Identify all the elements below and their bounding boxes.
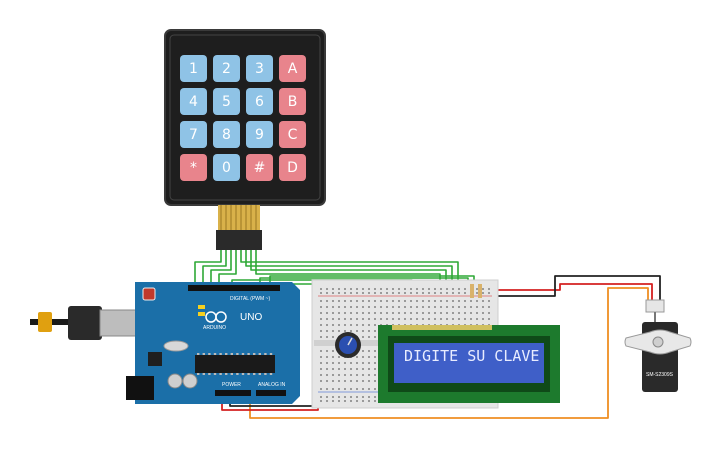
resistors: [470, 284, 482, 298]
keypad-connector: [216, 230, 262, 250]
keypad-key-label: 9: [255, 127, 264, 143]
arduino-digital-label: DIGITAL (PWM ~): [230, 296, 270, 302]
keypad-key-*[interactable]: *: [180, 154, 207, 181]
arduino-digital-header: [188, 285, 280, 291]
keypad-key-label: 0: [222, 160, 231, 176]
keypad-key-label: A: [288, 61, 298, 77]
keypad-key-5[interactable]: 5: [213, 88, 240, 115]
keypad-key-label: C: [288, 127, 298, 143]
usb-cable: [30, 306, 145, 340]
keypad-key-6[interactable]: 6: [246, 88, 273, 115]
lcd-line-1: DIGITE SU CLAVE: [404, 347, 539, 365]
arduino-brand-label: ARDUINO: [203, 325, 226, 331]
arduino-reset-button: [142, 287, 156, 301]
wire-keypad-3: [210, 249, 232, 291]
arduino-capacitor-2: [182, 373, 198, 389]
keypad-key-label: 6: [255, 94, 264, 110]
keypad-ribbon: [218, 205, 260, 230]
keypad-key-3[interactable]: 3: [246, 55, 273, 82]
keypad-key-label: 1: [189, 61, 198, 77]
keypad-key-8[interactable]: 8: [213, 121, 240, 148]
keypad-key-label: 2: [222, 61, 231, 77]
keypad-key-B[interactable]: B: [279, 88, 306, 115]
keypad-key-7[interactable]: 7: [180, 121, 207, 148]
keypad-key-label: B: [288, 94, 298, 110]
keypad-key-label: 7: [189, 127, 198, 143]
servo-connector: [645, 299, 665, 313]
keypad-key-label: 8: [222, 127, 231, 143]
wire-red-servo: [495, 283, 653, 301]
keypad-key-label: #: [254, 160, 266, 176]
wire-orange-servo: [249, 287, 649, 419]
arduino-chip: [195, 355, 275, 373]
keypad[interactable]: 1 2 3 A 4 5 6 B 7 8 9 C * 0 # D: [164, 29, 326, 250]
keypad-key-2[interactable]: 2: [213, 55, 240, 82]
keypad-key-#[interactable]: #: [246, 154, 273, 181]
lcd-screen: [394, 343, 544, 383]
keypad-key-label: 5: [222, 94, 231, 110]
arduino-uno[interactable]: ARDUINO UNO DIGITAL (PWM ~) POWER ANALOG…: [126, 282, 300, 404]
arduino-power-header: [215, 390, 251, 396]
keypad-key-D[interactable]: D: [279, 154, 306, 181]
keypad-key-1[interactable]: 1: [180, 55, 207, 82]
servo-motor[interactable]: SM-S2309S: [624, 299, 692, 392]
arduino-analog-label: ANALOG IN: [258, 382, 286, 388]
arduino-capacitor-1: [167, 373, 183, 389]
keypad-key-label: *: [190, 160, 197, 176]
wire-keypad-1: [194, 249, 222, 291]
keypad-key-label: 4: [189, 94, 198, 110]
lcd-16x2: DIGITE SU CLAVE: [378, 325, 560, 403]
arduino-analog-header: [256, 390, 286, 396]
keypad-key-label: 3: [255, 61, 264, 77]
keypad-key-9[interactable]: 9: [246, 121, 273, 148]
keypad-key-0[interactable]: 0: [213, 154, 240, 181]
wire-black-servo: [495, 275, 661, 301]
lcd-pin-header: [392, 325, 492, 330]
keypad-key-4[interactable]: 4: [180, 88, 207, 115]
servo-model-label: SM-S2309S: [646, 372, 674, 378]
potentiometer[interactable]: [335, 332, 361, 358]
keypad-key-label: D: [287, 160, 298, 176]
keypad-key-A[interactable]: A: [279, 55, 306, 82]
keypad-key-C[interactable]: C: [279, 121, 306, 148]
arduino-power-label: POWER: [222, 382, 241, 388]
wire-keypad-2: [202, 249, 227, 291]
arduino-model-label: UNO: [240, 312, 262, 323]
